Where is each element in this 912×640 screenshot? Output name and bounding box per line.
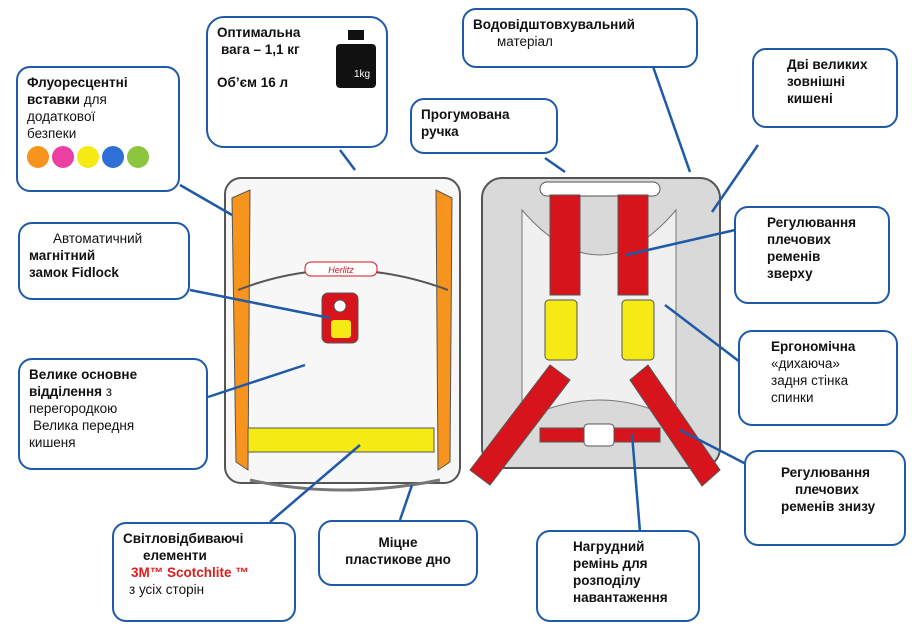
reflect-line-2: елементи [143, 548, 207, 563]
reflective-callout: Світловідбиваючі елементи 3M™ Scotchlite… [112, 522, 296, 622]
bottom-callout: Міцне пластикове дно [318, 520, 478, 586]
chest-line-4: навантаження [573, 590, 668, 605]
weight-line-2: вага – 1,1 кг [221, 42, 300, 57]
pockets-line-2: зовнішні [787, 74, 845, 89]
main-title-1: Велике основне [29, 367, 138, 382]
waterproof-line-2: матеріал [497, 34, 553, 49]
lock-callout: Автоматичний магнітний замок Fidlock [18, 222, 190, 300]
back-line-3: задня стінка [771, 373, 849, 388]
bottom-line-1: Міцне [378, 535, 418, 550]
color-swatch-4 [102, 146, 124, 168]
low-adjust-line-3: ременів знизу [781, 499, 876, 514]
back-backpack [469, 177, 721, 487]
fluor-rest-2: додаткової [27, 109, 96, 124]
connector-lines [179, 57, 760, 533]
weight-icon [336, 30, 376, 88]
color-swatch-1 [27, 146, 49, 168]
color-swatches [27, 146, 169, 168]
scotchlite-line: 3M™ Scotchlite ™ [131, 565, 249, 580]
weight-callout: Оптимальна вага – 1,1 кг Об’єм 16 л 1kg [206, 16, 388, 148]
handle-line-1: Прогумована [421, 107, 510, 122]
reflect-line-4: з усіх сторін [129, 582, 205, 597]
bottom-line-2: пластикове дно [345, 552, 451, 567]
pockets-line-3: кишені [787, 91, 833, 106]
breathable-back-callout: Ергономічна «дихаюча» задня стінка спинк… [738, 330, 898, 426]
bottom-strap-adjust-callout: Регулювання плечових ременів знизу [744, 450, 906, 546]
top-adjust-line-1: Регулювання [767, 215, 857, 230]
fluor-rest-3: безпеки [27, 126, 77, 141]
svg-text:Herlitz: Herlitz [328, 265, 354, 275]
fluorescent-callout: Флуоресцентні вставки для додаткової без… [16, 66, 180, 192]
weight-icon-label: 1kg [353, 69, 371, 80]
front-backpack: Herlitz [224, 177, 461, 492]
chest-strap-callout: Нагрудний ремінь для розподілу навантаже… [536, 530, 700, 622]
main-title-2: відділення [29, 384, 103, 399]
back-line-4: спинки [771, 390, 814, 405]
color-swatch-5 [127, 146, 149, 168]
fluor-title-1: Флуоресцентні [27, 75, 128, 90]
low-adjust-line-2: плечових [795, 482, 859, 497]
back-line-1: Ергономічна [771, 339, 856, 354]
pockets-line-1: Дві великих [787, 57, 868, 72]
waterproof-callout: Водовідштовхувальний матеріал [462, 8, 698, 68]
fluor-title-2: вставки [27, 92, 80, 107]
back-line-2: «дихаюча» [771, 356, 840, 371]
pockets-callout: Дві великих зовнішні кишені [752, 48, 898, 128]
top-adjust-line-2: плечових [767, 232, 831, 247]
chest-line-2: ремінь для [573, 556, 648, 571]
main-rest-2: перегородкою [29, 401, 118, 416]
color-swatch-3 [77, 146, 99, 168]
front-pocket-line: Велика передня [33, 418, 135, 433]
top-adjust-line-3: ременів [767, 249, 821, 264]
low-adjust-line-1: Регулювання [781, 465, 871, 480]
main-rest-1: з [102, 384, 112, 399]
color-swatch-2 [52, 146, 74, 168]
volume-line: Об’єм 16 л [217, 75, 289, 90]
chest-line-1: Нагрудний [573, 539, 645, 554]
weight-line-1: Оптимальна [217, 25, 301, 40]
lock-line-2: магнітний [29, 248, 96, 263]
handle-callout: Прогумована ручка [410, 98, 558, 154]
main-compartment-callout: Велике основне відділення з перегородкою… [18, 358, 208, 470]
chest-line-3: розподілу [573, 573, 641, 588]
lock-line-1: Автоматичний [53, 231, 143, 246]
top-adjust-line-4: зверху [767, 266, 813, 281]
waterproof-line-1: Водовідштовхувальний [473, 17, 635, 32]
top-strap-adjust-callout: Регулювання плечових ременів зверху [734, 206, 890, 304]
lock-line-3: замок Fidlock [29, 265, 119, 280]
reflect-line-1: Світловідбиваючі [123, 531, 244, 546]
handle-line-2: ручка [421, 124, 459, 139]
front-pocket-line-2: кишеня [29, 435, 76, 450]
fluor-rest-1: для [79, 92, 107, 107]
